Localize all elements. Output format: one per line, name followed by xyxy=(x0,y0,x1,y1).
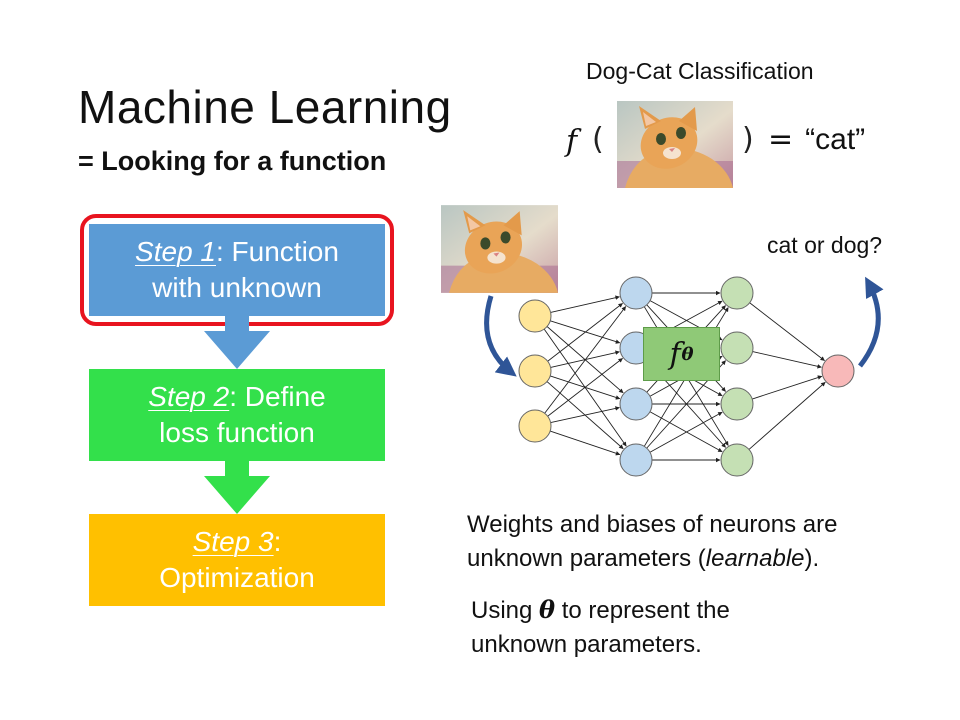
step-3-subtitle: Optimization xyxy=(159,562,315,593)
step-3-name: Step 3 xyxy=(192,525,274,557)
step-2-subtitle: loss function xyxy=(159,417,315,448)
step-3-title: : xyxy=(273,525,282,557)
input-neuron xyxy=(518,299,552,333)
classification-title: Dog-Cat Classification xyxy=(586,58,814,84)
hidden-1-neuron xyxy=(619,387,653,421)
connection-edge xyxy=(550,430,621,456)
step-2-to-3-arrow xyxy=(204,461,270,514)
desc-line-2: unknown parameters (learnable). xyxy=(467,545,820,573)
input-neuron xyxy=(518,409,552,443)
slide-title: Machine Learning xyxy=(78,81,452,133)
function-symbol: f xyxy=(566,124,578,159)
connection-edge xyxy=(550,406,620,424)
slide-subtitle: = Looking for a function xyxy=(78,146,387,176)
output-neuron xyxy=(821,354,855,388)
paren-close: ) xyxy=(742,122,754,157)
paren-open: ( xyxy=(592,122,604,157)
connection-edge xyxy=(547,358,623,417)
hidden-2-neuron xyxy=(720,331,754,365)
connection-edge xyxy=(547,303,623,362)
hidden-2-neuron xyxy=(720,276,754,310)
step-2-name: Step 2 xyxy=(148,380,230,412)
step-1-name: Step 1 xyxy=(135,235,216,267)
step-1-to-2-arrow xyxy=(204,316,270,369)
equals-sign: = xyxy=(768,122,794,157)
step-1-subtitle: with unknown xyxy=(152,272,322,303)
output-question: cat or dog? xyxy=(767,232,883,258)
connection-edge xyxy=(749,302,825,361)
hidden-2-neuron xyxy=(720,443,754,477)
input-flow-arrow xyxy=(484,295,517,377)
step-1-title: : Function xyxy=(216,235,339,267)
step-2-box: Step 2: Define loss function xyxy=(89,369,385,461)
connection-edge xyxy=(544,306,627,414)
desc-line-1: Weights and biases of neurons are xyxy=(467,511,838,538)
connection-edge xyxy=(752,375,823,400)
description-weights: Weights and biases of neurons are unknow… xyxy=(467,508,837,576)
step-1-box: Step 1: Function with unknown xyxy=(89,224,385,316)
hidden-1-neuron xyxy=(619,276,653,310)
theta-symbol: θ xyxy=(539,595,556,624)
description-theta: Using θ to represent the unknown paramet… xyxy=(471,593,730,662)
learnable-term: learnable xyxy=(705,545,805,573)
hidden-2-neuron xyxy=(720,387,754,421)
desc-line-4: unknown parameters. xyxy=(471,631,702,659)
connection-edge xyxy=(649,411,723,453)
desc-line-3: Using θ to represent the xyxy=(471,595,730,624)
output-flow-arrow xyxy=(858,276,884,368)
connection-edge xyxy=(550,295,620,313)
connection-edge xyxy=(748,381,826,450)
step-2-title: : Define xyxy=(229,380,326,412)
classification-output: = “cat” xyxy=(768,122,865,157)
connection-edge xyxy=(752,351,822,369)
input-neuron xyxy=(518,354,552,388)
cat-photo-network-input xyxy=(441,205,558,293)
result-label: “cat” xyxy=(805,123,866,156)
step-3-box: Step 3: Optimization xyxy=(89,514,385,606)
hidden-1-neuron xyxy=(619,443,653,477)
cat-photo-input xyxy=(617,101,733,188)
